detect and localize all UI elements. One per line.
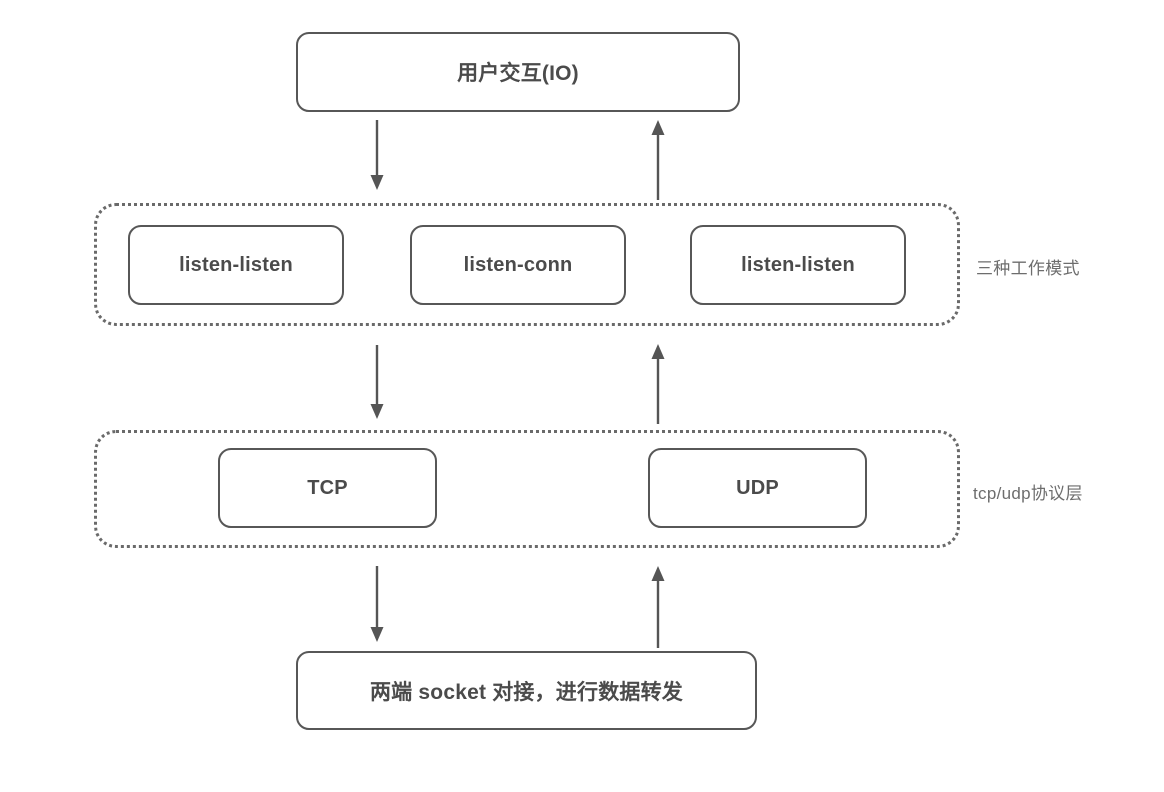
arrow-top-to-modes-down (370, 120, 384, 190)
node-mode-listen-conn: listen-conn (410, 225, 626, 305)
label-work-modes: 三种工作模式 (976, 259, 1080, 278)
node-protocol-udp: UDP (648, 448, 867, 528)
label-tcp-udp-layer: tcp/udp协议层 (973, 484, 1083, 503)
arrow-proto-to-socket-down (370, 566, 384, 642)
arrow-modes-to-proto-down (370, 345, 384, 419)
node-user-interaction: 用户交互(IO) (296, 32, 740, 112)
node-mode-listen-listen-2: listen-listen (690, 225, 906, 305)
node-socket-forwarding: 两端 socket 对接，进行数据转发 (296, 651, 757, 730)
arrow-socket-to-proto-up (651, 566, 665, 648)
arrow-modes-to-top-up (651, 120, 665, 200)
node-protocol-tcp: TCP (218, 448, 437, 528)
group-tcp-udp-layer (94, 430, 960, 548)
arrow-proto-to-modes-up (651, 344, 665, 424)
node-mode-listen-listen-1: listen-listen (128, 225, 344, 305)
group-work-modes (94, 203, 960, 326)
